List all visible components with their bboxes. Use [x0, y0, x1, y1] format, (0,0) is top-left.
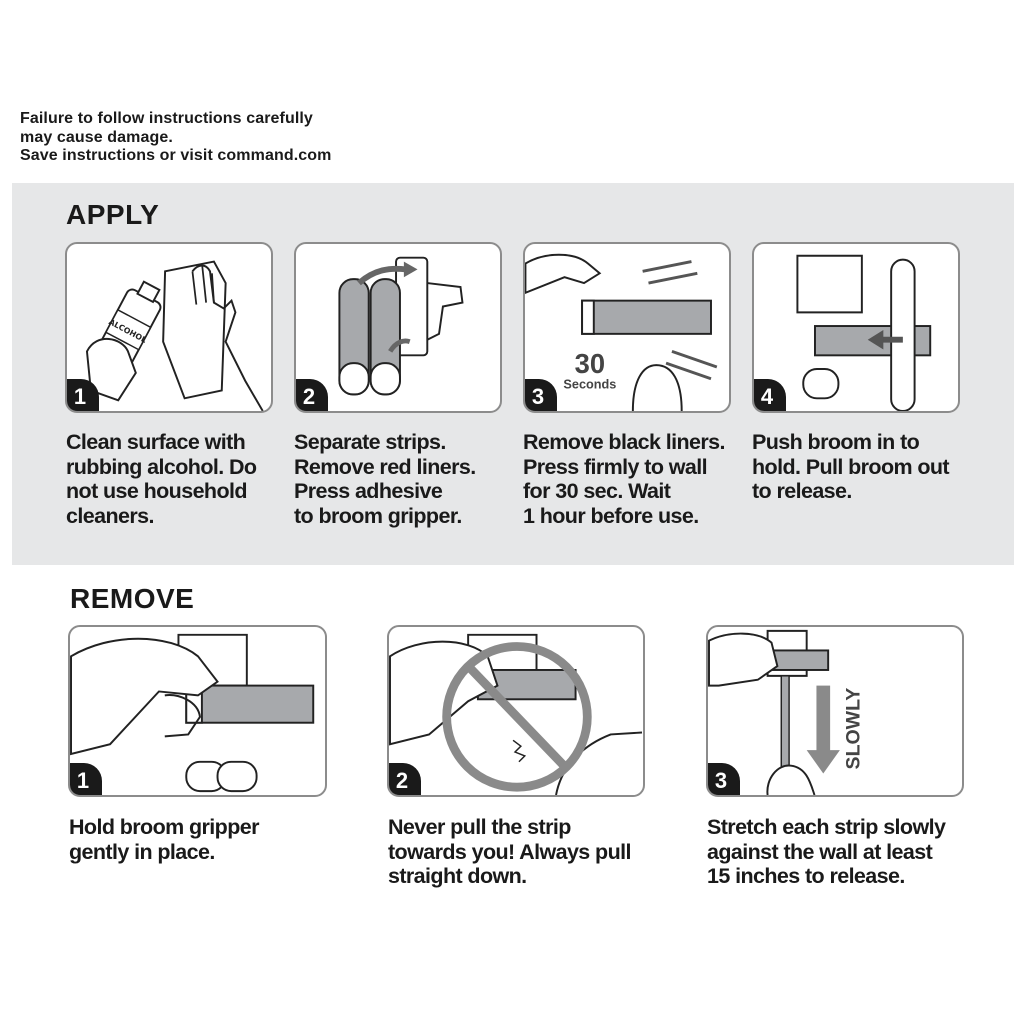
apply-step-3-panel: 30 Seconds 3	[523, 242, 731, 413]
caption-line: to broom gripper.	[294, 503, 462, 528]
caption-line: Hold broom gripper	[69, 815, 259, 839]
separate-strips-illustration	[338, 256, 464, 396]
caption-line: Remove black liners.	[523, 430, 726, 454]
remove-step-2-panel: 2	[387, 625, 645, 797]
apply-step-1-panel: ALCOHOL 1	[65, 242, 273, 413]
remove-step-1-caption: Hold broom gripper gently in place.	[69, 815, 259, 864]
caption-line: Separate strips.	[294, 430, 446, 454]
caption-line: 15 inches to release.	[707, 864, 905, 888]
apply-step-2-caption: Separate strips. Remove red liners. Pres…	[294, 430, 476, 528]
push-broom-illustration	[796, 254, 932, 411]
caption-line: rubbing alcohol. Do	[66, 454, 257, 479]
do-not-pull-illustration	[389, 633, 643, 795]
apply-step-3-caption: Remove black liners. Press firmly to wal…	[523, 430, 726, 528]
caption-line: to release.	[752, 479, 852, 503]
remove-title: REMOVE	[70, 583, 195, 614]
caption-line: Remove red liners.	[294, 454, 476, 479]
warning-line: Save instructions or visit command.com	[20, 147, 332, 164]
hold-gripper-illustration	[70, 633, 315, 793]
apply-step-2-panel: 2	[294, 242, 502, 413]
caption-line: Press firmly to wall	[523, 454, 708, 479]
step-number-badge: 1	[67, 379, 99, 411]
slowly-label: SLOWLY	[842, 688, 864, 770]
caption-line: 1 hour before use.	[523, 503, 699, 528]
step-number-badge: 3	[708, 763, 740, 795]
warning-text: Failure to follow instructions carefully…	[20, 110, 331, 166]
caption-line: against the wall at least	[707, 839, 933, 864]
caption-line: gently in place.	[69, 839, 215, 864]
apply-step-4-caption: Push broom in to hold. Pull broom out to…	[752, 430, 950, 504]
caption-line: Never pull the strip	[388, 815, 571, 839]
apply-step-4-panel: 4	[752, 242, 960, 413]
step-number-badge: 1	[70, 763, 102, 795]
apply-title: APPLY	[66, 199, 160, 230]
caption-line: straight down.	[388, 864, 527, 888]
caption-line: for 30 sec. Wait	[523, 479, 671, 503]
alcohol-wipe-illustration: ALCOHOL	[85, 260, 264, 411]
stretch-strip-illustration: SLOWLY	[708, 629, 864, 795]
timer-unit: Seconds	[563, 378, 616, 392]
step-number-badge: 3	[525, 379, 557, 411]
step-number-badge: 4	[754, 379, 786, 411]
remove-step-2-caption: Never pull the strip towards you! Always…	[388, 815, 631, 889]
caption-line: hold. Pull broom out	[752, 454, 950, 479]
caption-line: Push broom in to	[752, 430, 920, 454]
remove-step-3-panel: SLOWLY 3	[706, 625, 964, 797]
apply-step-1-caption: Clean surface with rubbing alcohol. Do n…	[66, 430, 257, 528]
caption-line: not use household	[66, 479, 248, 503]
step-number-badge: 2	[389, 763, 421, 795]
warning-line: may cause damage.	[20, 128, 173, 146]
press-to-wall-illustration: 30 Seconds	[525, 253, 718, 411]
remove-step-3-caption: Stretch each strip slowly against the wa…	[707, 815, 946, 889]
caption-line: Stretch each strip slowly	[707, 815, 946, 839]
caption-line: cleaners.	[66, 503, 154, 528]
timer-value: 30	[575, 348, 605, 379]
caption-line: Clean surface with	[66, 430, 246, 454]
caption-line: Press adhesive	[294, 479, 443, 503]
remove-step-1-panel: 1	[68, 625, 327, 797]
caption-line: towards you! Always pull	[388, 839, 631, 864]
step-number-badge: 2	[296, 379, 328, 411]
warning-line: Failure to follow instructions carefully	[20, 110, 313, 127]
